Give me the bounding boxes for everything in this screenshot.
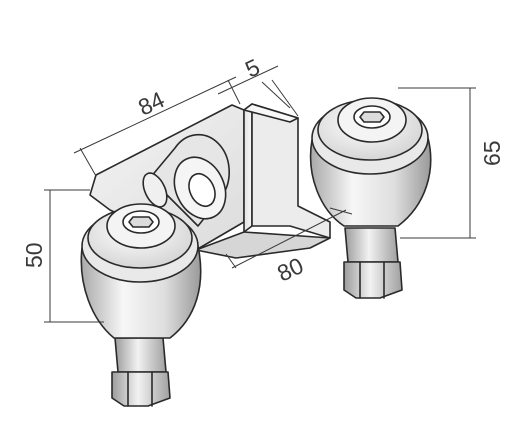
dim-label-65: 65 [479, 140, 505, 166]
dim-label-84: 84 [134, 86, 168, 120]
dim-label-80: 80 [273, 252, 307, 286]
cylindrical-spacer [142, 133, 230, 227]
dim-label-5: 5 [241, 54, 264, 83]
right-roller [309, 97, 432, 299]
dimension-50: 50 [21, 189, 104, 323]
dimension-65: 65 [398, 87, 505, 239]
left-roller [80, 203, 202, 407]
dim-label-50: 50 [21, 242, 47, 268]
